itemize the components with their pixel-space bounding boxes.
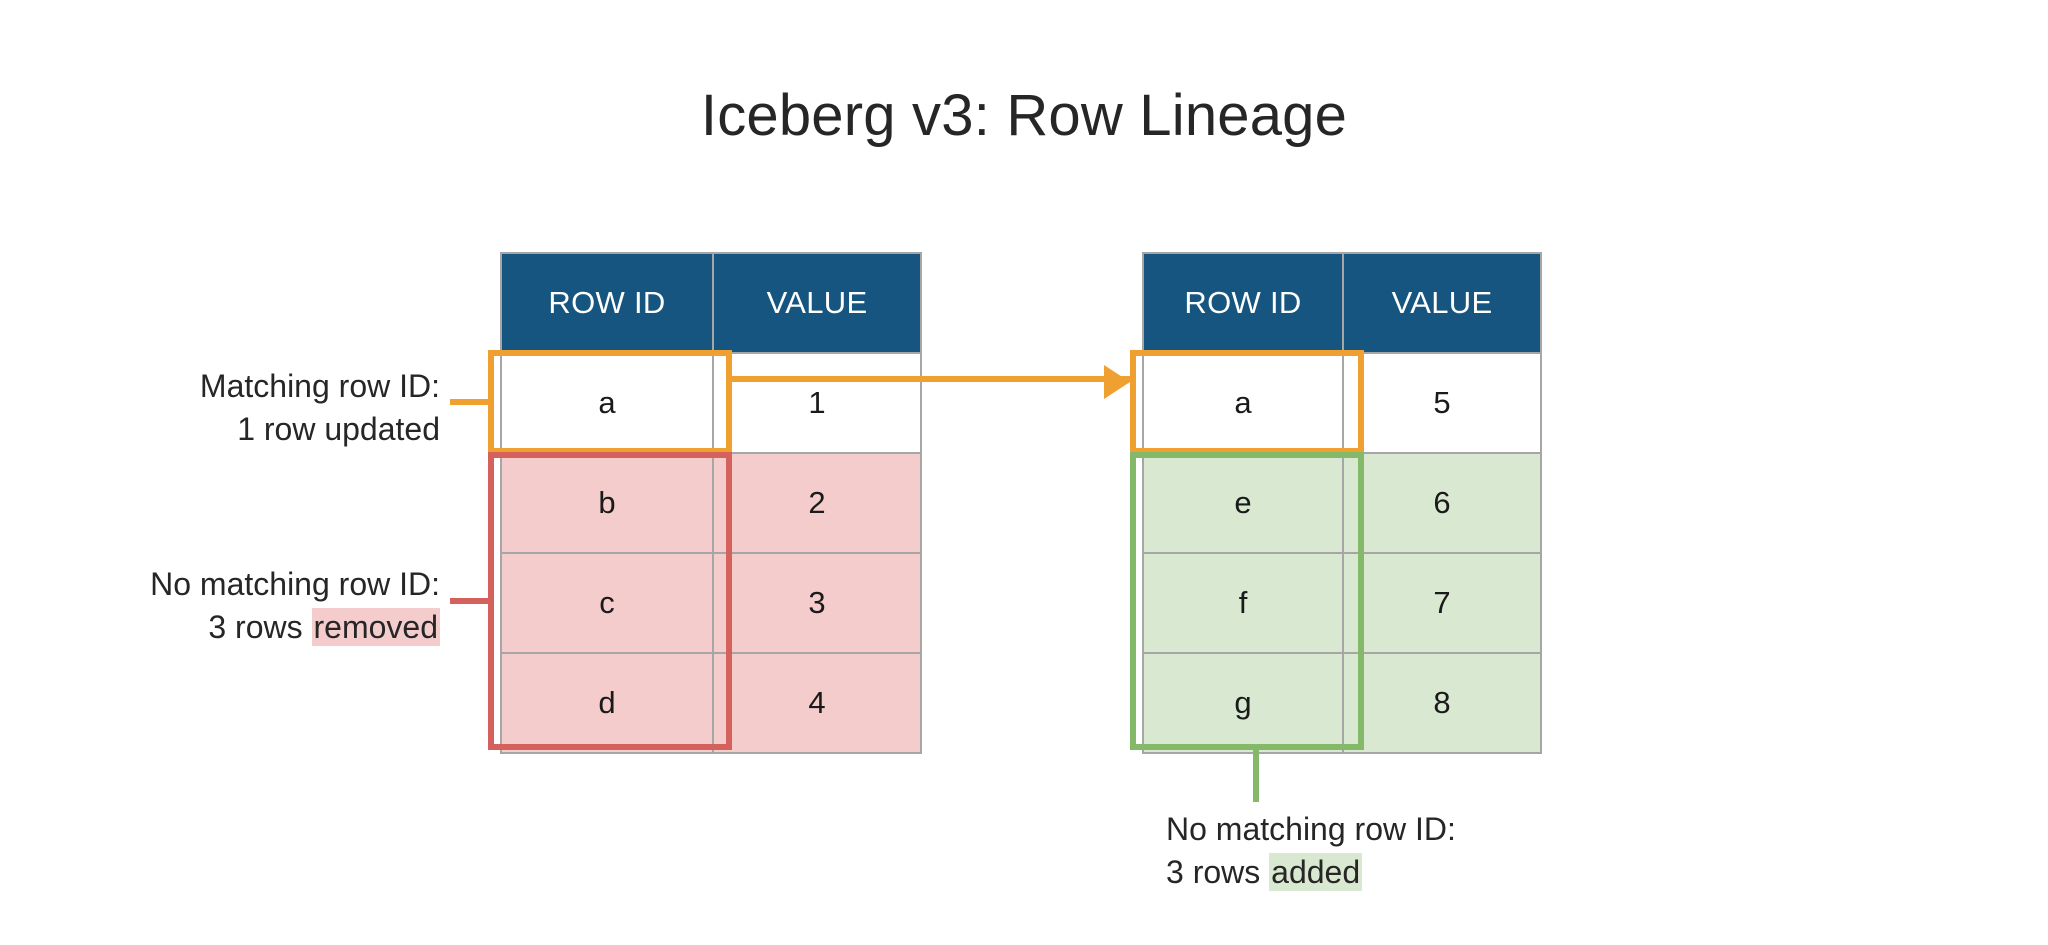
page-title: Iceberg v3: Row Lineage — [700, 83, 1348, 148]
matching-row-arrow-head — [1104, 365, 1130, 399]
added-annotation-prefix: 3 rows — [1166, 853, 1270, 890]
before-table: ROW ID VALUE a 1 b 2 c 3 d 4 — [500, 252, 922, 754]
cell-row-id: f — [1142, 552, 1344, 654]
matching-row-highlight-right — [1130, 350, 1364, 454]
cell-value: 4 — [712, 652, 922, 754]
removed-annotation-keyword: removed — [311, 607, 440, 646]
matching-label-connector — [450, 399, 494, 405]
cell-value: 8 — [1342, 652, 1542, 754]
cell-row-id: e — [1142, 452, 1344, 554]
column-header-row-id: ROW ID — [500, 252, 714, 354]
table-row: d 4 — [500, 652, 922, 754]
cell-row-id: g — [1142, 652, 1344, 754]
cell-row-id: d — [500, 652, 714, 754]
column-header-row-id: ROW ID — [1142, 252, 1344, 354]
table-row: c 3 — [500, 552, 922, 654]
cell-value: 1 — [712, 352, 922, 454]
added-rows-highlight — [1130, 452, 1364, 750]
matching-annotation-line2: 1 row updated — [237, 410, 440, 447]
matching-row-highlight-left — [488, 350, 732, 454]
added-annotation: No matching row ID: 3 rows added — [1166, 808, 1626, 893]
table-header-row: ROW ID VALUE — [1142, 252, 1542, 354]
added-annotation-line1: No matching row ID: — [1166, 811, 1456, 847]
table-row: e 6 — [1142, 452, 1542, 554]
added-annotation-line2: 3 rows added — [1166, 851, 1626, 894]
added-label-connector — [1253, 750, 1259, 802]
added-annotation-keyword: added — [1269, 852, 1363, 891]
cell-row-id: a — [1142, 352, 1344, 454]
cell-value: 5 — [1342, 352, 1542, 454]
cell-row-id: b — [500, 452, 714, 554]
removed-annotation-prefix: 3 rows — [208, 608, 312, 645]
after-table: ROW ID VALUE a 5 e 6 f 7 g 8 — [1142, 252, 1542, 754]
table-row: f 7 — [1142, 552, 1542, 654]
cell-row-id: c — [500, 552, 714, 654]
column-header-value: VALUE — [712, 252, 922, 354]
matching-annotation: Matching row ID: 1 row updated — [60, 365, 440, 450]
cell-value: 2 — [712, 452, 922, 554]
matching-row-arrow-shaft — [726, 376, 1136, 382]
table-row: b 2 — [500, 452, 922, 554]
cell-value: 6 — [1342, 452, 1542, 554]
column-header-value: VALUE — [1342, 252, 1542, 354]
removed-annotation-line2: 3 rows removed — [20, 606, 440, 649]
cell-value: 7 — [1342, 552, 1542, 654]
table-row: a 5 — [1142, 352, 1542, 454]
removed-label-connector — [450, 598, 494, 604]
removed-annotation: No matching row ID: 3 rows removed — [20, 563, 440, 648]
table-header-row: ROW ID VALUE — [500, 252, 922, 354]
table-row: g 8 — [1142, 652, 1542, 754]
cell-value: 3 — [712, 552, 922, 654]
removed-rows-highlight — [488, 452, 732, 750]
removed-annotation-line1: No matching row ID: — [150, 566, 440, 602]
matching-annotation-line1: Matching row ID: — [199, 368, 440, 404]
